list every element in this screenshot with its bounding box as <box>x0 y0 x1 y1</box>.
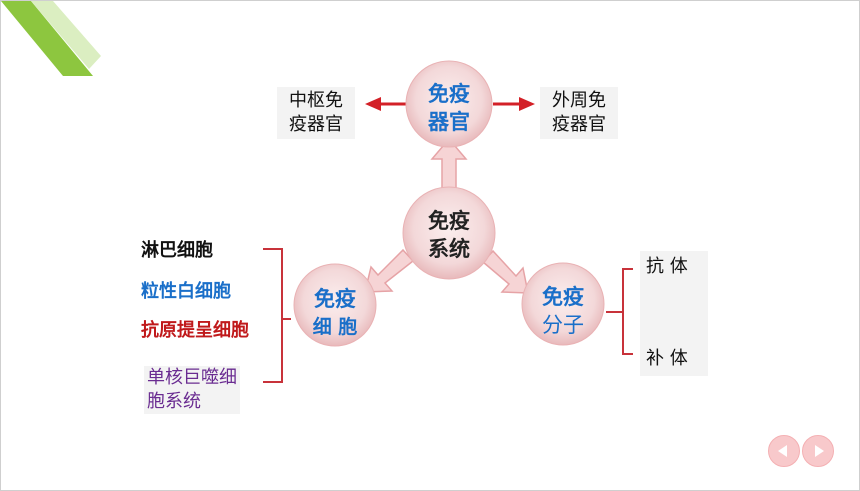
organs-label: 免疫 器官 <box>412 80 486 136</box>
central-organ-line1: 中枢免 <box>289 90 343 111</box>
cells-bracket <box>263 248 291 383</box>
arrowhead-left <box>365 97 381 111</box>
arrow-up-to-organs <box>430 137 468 192</box>
center-circle <box>402 186 496 280</box>
triangle-right-icon <box>815 445 824 457</box>
green-chevron-decoration <box>1 1 101 76</box>
organs-circle <box>405 60 493 148</box>
peripheral-organ-line2: 疫器官 <box>552 114 606 135</box>
molecules-label: 免疫 分子 <box>526 283 600 339</box>
arrow-to-cells <box>364 248 415 293</box>
cell-type-lymphocyte: 淋巴细胞 <box>141 240 213 261</box>
molecules-bracket <box>606 268 633 355</box>
molecule-antibody: 抗 体 <box>646 256 688 277</box>
organs-line2: 器官 <box>428 110 470 134</box>
cells-label: 免疫 细 胞 <box>298 285 372 341</box>
central-organ-line2: 疫器官 <box>289 114 343 135</box>
mononuclear-line2: 胞系统 <box>147 391 201 412</box>
molecules-line2: 分子 <box>542 313 584 337</box>
molecules-circle <box>521 262 605 346</box>
center-line2: 系统 <box>428 237 470 261</box>
central-organ-label: 中枢免 疫器官 <box>277 87 355 139</box>
arrow-to-molecules <box>481 249 529 294</box>
peripheral-organ-line1: 外周免 <box>552 90 606 111</box>
arrowhead-right <box>519 97 535 111</box>
cells-circle <box>293 263 377 347</box>
molecule-types-box <box>640 251 708 376</box>
cell-type-granulocyte: 粒性白细胞 <box>141 281 231 302</box>
mononuclear-line1: 单核巨噬细 <box>147 367 237 388</box>
organs-line1: 免疫 <box>428 82 470 106</box>
cell-type-mononuclear: 单核巨噬细 胞系统 <box>144 366 240 414</box>
peripheral-organ-label: 外周免 疫器官 <box>540 87 618 139</box>
triangle-left-icon <box>778 445 787 457</box>
molecules-line1: 免疫 <box>542 285 584 309</box>
cells-line1: 免疫 <box>314 287 356 311</box>
molecule-complement: 补 体 <box>646 348 688 369</box>
next-slide-button[interactable] <box>802 435 834 467</box>
prev-slide-button[interactable] <box>768 435 800 467</box>
cells-line2: 细 胞 <box>312 316 358 338</box>
center-label: 免疫 系统 <box>412 207 486 263</box>
center-line1: 免疫 <box>428 209 470 233</box>
cell-type-apc: 抗原提呈细胞 <box>141 320 249 341</box>
